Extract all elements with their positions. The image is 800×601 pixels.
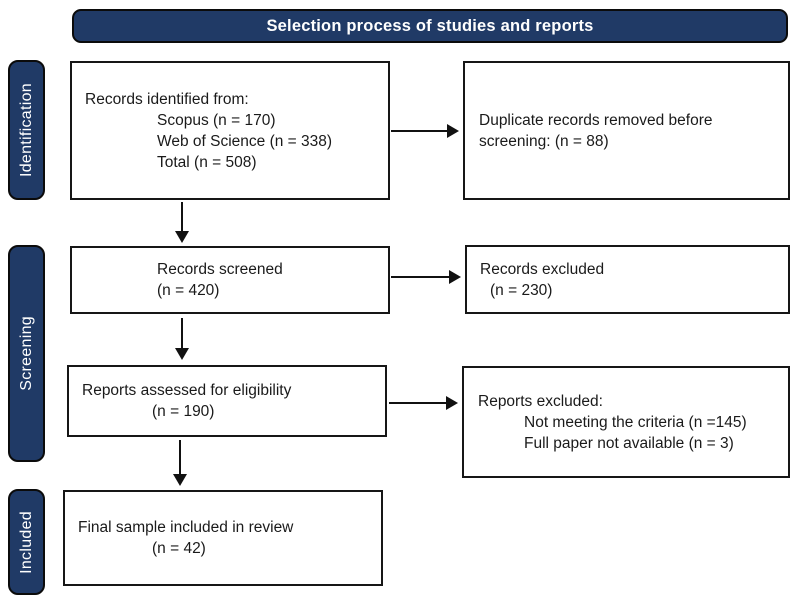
box-line: Total (n = 508) [157, 153, 257, 171]
box-records-screened: Records screened (n = 420) [70, 246, 390, 314]
arrow-shaft [181, 202, 183, 231]
box-line: Records screened [157, 261, 283, 278]
box-line: screening: (n = 88) [479, 132, 609, 150]
arrow-screened-to-excluded [391, 270, 461, 284]
box-line: Final sample included in review [78, 519, 294, 536]
arrow-shaft [391, 130, 447, 132]
stage-label-identification: Identification [8, 60, 45, 200]
box-line: (n = 42) [152, 540, 206, 557]
box-line: (n = 190) [152, 403, 215, 420]
stage-label-included: Included [8, 489, 45, 595]
arrow-shaft [181, 318, 183, 348]
arrow-shaft [391, 276, 449, 278]
arrow-right-icon [449, 270, 461, 284]
arrow-shaft [179, 440, 181, 474]
box-line: Reports assessed for eligibility [82, 382, 292, 399]
box-final-sample: Final sample included in review (n = 42) [63, 490, 383, 586]
stage-label-identification-text: Identification [17, 82, 35, 178]
box-line: (n = 230) [490, 281, 553, 299]
box-line: Duplicate records removed before [479, 111, 713, 129]
stage-label-screening: Screening [8, 245, 45, 462]
arrow-screened-to-assessed [175, 318, 189, 360]
box-line: Web of Science (n = 338) [157, 132, 333, 150]
box-line: Full paper not available (n = 3) [524, 434, 734, 452]
box-reports-assessed: Reports assessed for eligibility (n = 19… [67, 365, 387, 437]
box-reports-excluded: Reports excluded: Not meeting the criter… [462, 366, 790, 478]
box-line: Scopus (n = 170) [157, 111, 276, 129]
diagram-title: Selection process of studies and reports [72, 9, 788, 43]
box-line: Records excluded [480, 260, 605, 278]
box-line: Records identified from: [85, 90, 249, 108]
arrow-assessed-to-reports-excluded [389, 396, 458, 410]
box-records-excluded: Records excluded (n = 230) [465, 245, 790, 314]
stage-label-included-text: Included [17, 510, 35, 574]
arrow-right-icon [446, 396, 458, 410]
arrow-down-icon [173, 474, 187, 486]
box-line: (n = 420) [157, 282, 220, 299]
arrow-down-icon [175, 231, 189, 243]
stage-label-screening-text: Screening [17, 316, 35, 391]
arrow-identified-to-duplicates [391, 124, 459, 138]
arrow-shaft [389, 402, 446, 404]
arrow-identified-to-screened [175, 202, 189, 243]
box-duplicates-removed: Duplicate records removed before screeni… [463, 61, 790, 200]
arrow-assessed-to-final [173, 440, 187, 486]
diagram-title-text: Selection process of studies and reports [266, 16, 594, 35]
arrow-down-icon [175, 348, 189, 360]
box-line: Reports excluded: [478, 392, 603, 410]
arrow-right-icon [447, 124, 459, 138]
box-line: Not meeting the criteria (n =145) [524, 413, 747, 431]
box-records-identified: Records identified from: Scopus (n = 170… [70, 61, 390, 200]
